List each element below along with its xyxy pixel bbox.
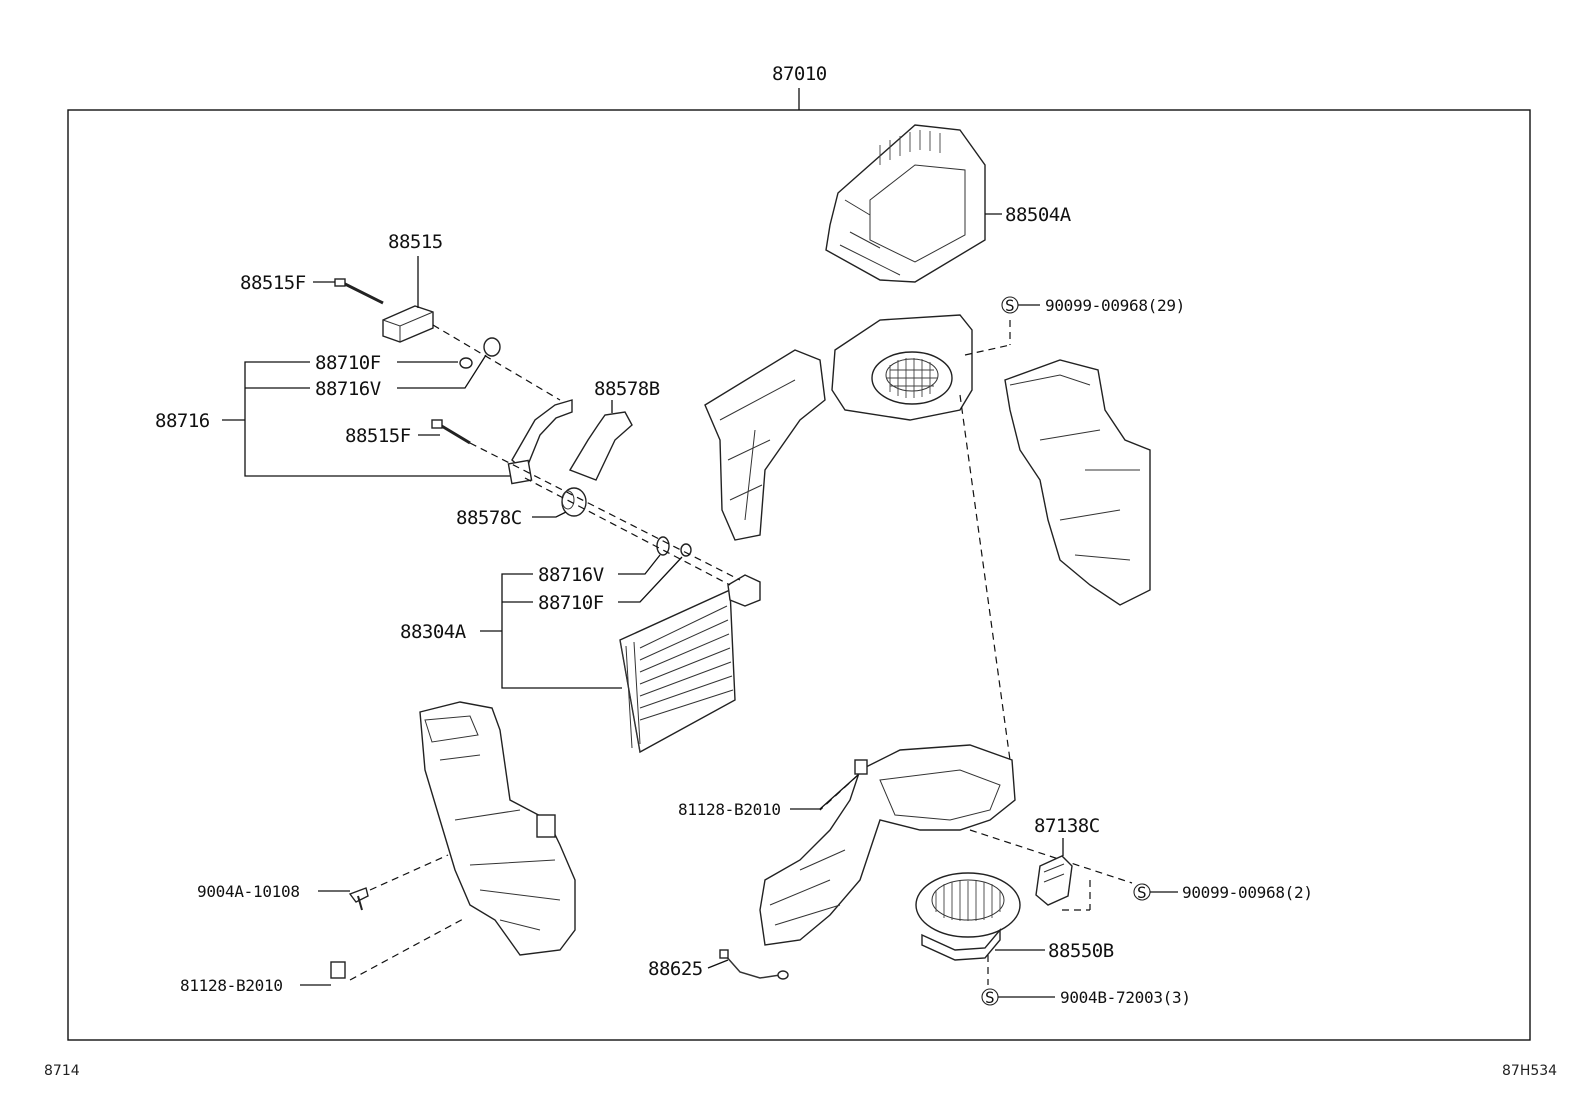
o-rings-top-drawing <box>459 337 501 369</box>
screw-9004A-drawing <box>348 887 369 911</box>
label-88515: 88515 <box>388 231 443 253</box>
bolt-mid-drawing <box>431 419 471 445</box>
label-88716: 88716 <box>155 410 210 432</box>
label-87138C: 87138C <box>1034 815 1100 837</box>
hose-88578B-drawing <box>568 411 633 481</box>
upper-blower-case-drawing <box>831 314 973 421</box>
drawing-code: 87H534 <box>1502 1063 1557 1079</box>
evaporator-drawing <box>619 574 761 754</box>
air-inlet-duct-drawing <box>825 124 986 283</box>
o-rings-low-drawing <box>656 536 692 557</box>
label-90099-00968-2: 90099-00968(2) <box>1182 883 1313 902</box>
bolt-top-drawing <box>334 278 384 305</box>
label-88716V-low: 88716V <box>538 564 604 586</box>
s-mark-low: S <box>981 988 999 1007</box>
label-88550B: 88550B <box>1048 940 1114 962</box>
label-88716V-top: 88716V <box>315 378 381 400</box>
page-code: 8714 <box>44 1063 80 1079</box>
clip-low-drawing <box>330 961 346 979</box>
heater-case-drawing <box>419 701 576 956</box>
label-88515F-mid: 88515F <box>345 425 411 447</box>
label-9004B-72003-3: 9004B-72003(3) <box>1060 988 1191 1007</box>
label-90099-00968-29: 90099-00968(29) <box>1045 296 1185 315</box>
bracket-88716 <box>244 361 520 477</box>
label-88710F-low: 88710F <box>538 592 604 614</box>
svg-text:S: S <box>1005 296 1014 315</box>
s-mark-top: S <box>1001 296 1019 315</box>
label-88515F-top: 88515F <box>240 272 306 294</box>
label-9004A-10108: 9004A-10108 <box>197 882 300 901</box>
label-88304A: 88304A <box>400 621 467 643</box>
label-81128-B2010-mid: 81128-B2010 <box>678 800 781 819</box>
sensor-88625-drawing <box>719 949 789 980</box>
expansion-valve-drawing <box>382 305 434 343</box>
label-88710F-top: 88710F <box>315 352 381 374</box>
label-87010: 87010 <box>772 63 827 85</box>
label-81128-B2010-low: 81128-B2010 <box>180 976 283 995</box>
label-88625: 88625 <box>648 958 703 980</box>
label-88578B: 88578B <box>594 378 660 400</box>
right-duct-drawing <box>1004 359 1151 606</box>
assembly-frame <box>67 88 1531 1041</box>
blower-motor-drawing <box>915 872 1021 961</box>
svg-text:S: S <box>985 988 994 1007</box>
lower-blower-case-drawing <box>759 744 1016 946</box>
svg-text:S: S <box>1137 883 1146 902</box>
grommet-88578C-drawing <box>561 487 587 517</box>
label-88578C: 88578C <box>456 507 522 529</box>
left-duct-drawing <box>704 349 826 541</box>
label-88504A: 88504A <box>1005 204 1072 226</box>
blower-resistor-drawing <box>1035 855 1073 906</box>
cooler-pipe-drawing <box>507 399 573 485</box>
s-mark-mid: S <box>1133 883 1151 902</box>
